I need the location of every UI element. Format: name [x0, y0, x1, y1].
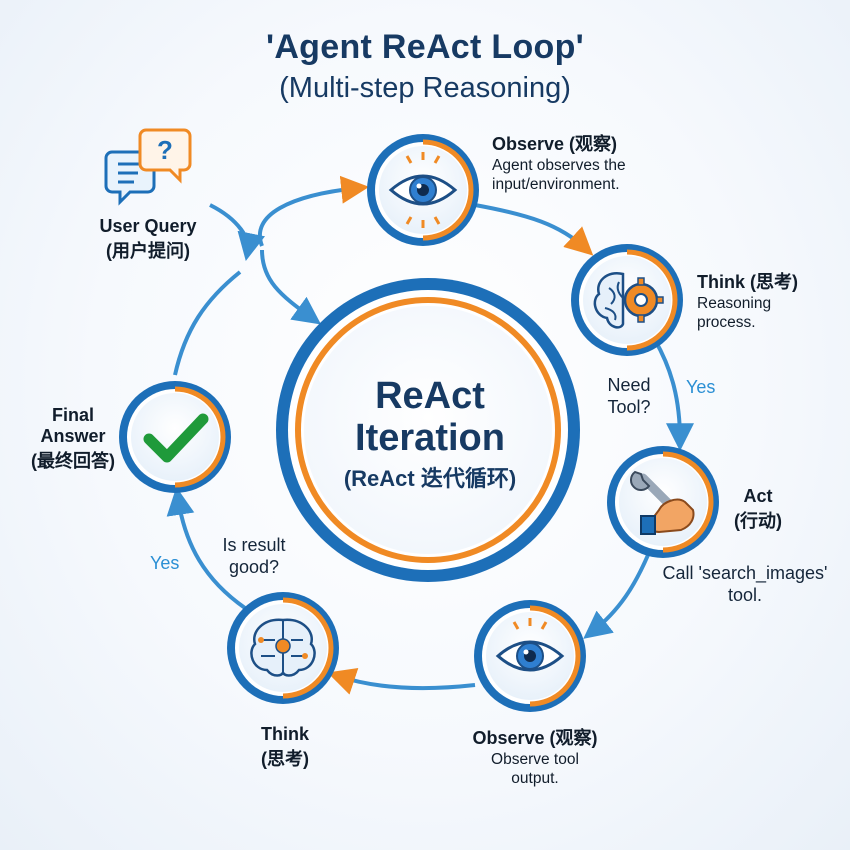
is-result-good-question: Is result good? [222, 535, 286, 577]
brain-gear-icon [593, 271, 664, 329]
arrow-observe-to-think [474, 203, 594, 256]
arrow-query-to-observe [258, 175, 370, 247]
center-line3: (ReAct 迭代循环) [343, 466, 517, 491]
think-right-desc: Reasoning process. [697, 295, 772, 331]
arrow-act-to-observe [583, 554, 650, 639]
arrow-query-into-center [209, 203, 266, 261]
svg-text:?: ? [157, 135, 173, 165]
arrow-observe-to-think2 [327, 668, 476, 695]
observe-bottom-heading: Observe (观察) [472, 728, 598, 748]
checkmark-icon [143, 413, 209, 463]
observe-top-desc: Agent observes the input/environment. [492, 157, 626, 193]
act-node [607, 446, 719, 558]
final-answer-line1: Final [51, 405, 94, 425]
observe-node-bottom [474, 600, 586, 712]
need-tool-question: Need Tool? [607, 375, 651, 417]
think-node-bottom [227, 592, 339, 704]
observe-bottom-desc: Observe tool output. [491, 751, 579, 787]
arrow-final-to-loop [173, 270, 242, 376]
think-right-label: Think (思考) Reasoning process. [697, 268, 827, 332]
user-query-label: User Query (用户提问) [78, 216, 218, 263]
diagram-subtitle: (Multi-step Reasoning) [279, 72, 571, 104]
act-label: Act (行动) [726, 486, 790, 533]
think-bottom-line2: (思考) [261, 749, 309, 769]
chat-question-icon: ? [104, 128, 192, 206]
final-answer-node [119, 381, 231, 493]
observe-bottom-label: Observe (观察) Observe tool output. [445, 724, 625, 788]
brain-circuit-icon [250, 618, 316, 677]
observe-top-heading: Observe (观察) [492, 134, 618, 154]
final-answer-line2: Answer [40, 426, 106, 446]
yes-label-tool: Yes [686, 377, 716, 397]
act-line2: (行动) [734, 511, 782, 531]
eye-icon [495, 618, 565, 672]
user-query-line2: (用户提问) [106, 241, 190, 261]
user-query-line1: User Query [99, 216, 197, 236]
call-tool-note: Call 'search_images' tool. [662, 563, 828, 605]
think-node-right [571, 244, 683, 356]
wrench-hand-icon [630, 470, 695, 535]
final-answer-label: Final Answer (最终回答) [20, 405, 126, 473]
center-iteration-circle [276, 278, 580, 582]
arrow-into-center [260, 249, 322, 325]
act-line1: Act [743, 486, 773, 506]
think-bottom-label: Think (思考) [248, 724, 322, 771]
center-label: ReAct Iteration (ReAct 迭代循环) [285, 375, 575, 493]
arrow-think-to-act [653, 339, 694, 452]
think-bottom-line1: Think [261, 724, 309, 744]
loop-arrows [166, 175, 694, 695]
observe-top-label: Observe (观察) Agent observes the input/en… [492, 130, 672, 194]
think-right-heading: Think (思考) [697, 272, 798, 292]
yes-label-result: Yes [150, 553, 180, 573]
eye-icon [388, 152, 458, 228]
observe-node-top [367, 134, 479, 246]
final-answer-line3: (最终回答) [31, 451, 115, 471]
center-line2: Iteration [355, 417, 505, 459]
center-line1: ReAct [375, 375, 485, 417]
diagram-title: 'Agent ReAct Loop' [265, 28, 585, 66]
arrow-think2-to-final [166, 486, 247, 610]
